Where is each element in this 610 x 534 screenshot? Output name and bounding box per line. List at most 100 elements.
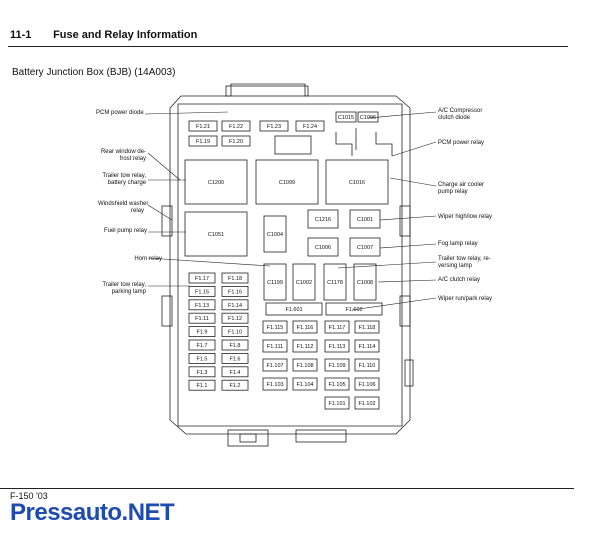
- fuse: [262, 377, 288, 391]
- relay-large: [184, 159, 248, 205]
- side-mount-clip-4: [404, 359, 414, 387]
- spare-socket: [274, 135, 312, 155]
- fuse-label: F1.7: [196, 343, 207, 349]
- callout-label: PCM power diode: [96, 110, 144, 116]
- leader-line: [379, 215, 437, 221]
- fuse: [221, 366, 249, 378]
- fuse-label: F1.4: [229, 370, 240, 376]
- diode: [335, 111, 357, 123]
- leader-line: [147, 257, 271, 267]
- relay-mini-label: C1002: [296, 280, 312, 286]
- callout-label: Wiper run/park relay: [438, 296, 493, 302]
- fuse: [188, 366, 216, 378]
- section-header: 11-1 Fuse and Relay Information: [10, 29, 197, 41]
- fuse-label: F1.17: [195, 276, 209, 282]
- side-mount-clip-1: [399, 205, 411, 237]
- top-fuse-label: F1.23: [267, 124, 281, 130]
- fuse: [221, 299, 249, 311]
- top-fuse: [188, 135, 218, 147]
- diagram-subtitle: Battery Junction Box (BJB) (14A003): [12, 67, 176, 78]
- fuse: [354, 320, 380, 334]
- fuse: [221, 285, 249, 297]
- fuse-label: F1.101: [328, 401, 345, 407]
- fuse-label: F1.109: [328, 363, 345, 369]
- fuse: [221, 272, 249, 284]
- watermark-logo: Pressauto.NET: [10, 499, 175, 526]
- relay-mini: [263, 215, 287, 253]
- fuse-label: F1.8: [229, 343, 240, 349]
- bottom-tab: [295, 429, 347, 443]
- relay-mini-label: C1008: [357, 280, 373, 286]
- leader-line: [147, 204, 173, 221]
- top-fuse: [221, 135, 251, 147]
- relay-mini: [349, 237, 381, 257]
- housing-outline: [169, 83, 411, 435]
- fuse: [324, 358, 350, 372]
- fuse-label: F1.12: [228, 316, 242, 322]
- fuse-label: F1.15: [195, 289, 209, 295]
- fuse: [221, 326, 249, 338]
- top-fuse-label: F1.22: [229, 124, 243, 130]
- fuse: [292, 358, 318, 372]
- relay-mini: [263, 263, 287, 301]
- callout-label: Horn relay: [134, 256, 162, 262]
- side-mount-clip-0: [161, 205, 173, 237]
- callout-label: Rear window de-frost relay: [100, 149, 146, 162]
- callout-label: Wiper high/low relay: [438, 214, 493, 220]
- fuse-label: F1.110: [359, 363, 376, 369]
- fuse: [324, 339, 350, 353]
- relay-large: [325, 159, 389, 205]
- fuse: [188, 285, 216, 297]
- top-fuse-label: F1.24: [303, 124, 317, 130]
- fuse-label: F1.113: [329, 344, 346, 350]
- fuse: [188, 339, 216, 351]
- fuse: [354, 377, 380, 391]
- fuse: [292, 377, 318, 391]
- diode-traces: [335, 128, 393, 156]
- relay-mini-label: C1178: [327, 280, 343, 286]
- diode-label: C1015: [338, 115, 354, 121]
- fuse-label: F1.102: [358, 401, 375, 407]
- relay-mini: [292, 263, 316, 301]
- fuse-label: F1.10: [228, 330, 242, 336]
- fuse: [262, 320, 288, 334]
- maxi-fuse: [325, 302, 383, 316]
- fuse: [221, 379, 249, 391]
- fuse-label: F1.108: [296, 363, 313, 369]
- fuse-label: F1.112: [297, 344, 314, 350]
- top-fuse: [221, 120, 251, 132]
- fuse-label: F1.9: [196, 330, 207, 336]
- relay-mini: [353, 263, 377, 301]
- fuse: [292, 339, 318, 353]
- fuse: [354, 358, 380, 372]
- fuse-label: F1.18: [228, 276, 242, 282]
- housing-inner-wall: [177, 103, 403, 427]
- fuse-label: F1.1: [196, 383, 207, 389]
- top-fuse: [188, 120, 218, 132]
- section-number: 11-1: [10, 29, 32, 41]
- leader-line: [367, 111, 437, 119]
- fuse: [354, 396, 380, 410]
- relay-large-label: C1200: [208, 180, 224, 186]
- fuse-label: F1.114: [359, 344, 376, 350]
- relay-large-label: C1051: [208, 232, 224, 238]
- relay-mini: [349, 209, 381, 229]
- fuse-label: F1.111: [267, 344, 283, 350]
- fuse: [188, 299, 216, 311]
- fuse-label: F1.5: [196, 356, 207, 362]
- relay-large-label: C1016: [349, 180, 365, 186]
- side-mount-clip-2: [161, 295, 173, 327]
- fuse: [188, 379, 216, 391]
- fuse-label: F1.104: [296, 382, 313, 388]
- fuse-label: F1.11: [195, 316, 209, 322]
- leader-line: [337, 261, 437, 269]
- fuse: [262, 339, 288, 353]
- leader-line: [379, 243, 437, 249]
- fuse-label: F1.14: [228, 303, 242, 309]
- fuse: [292, 320, 318, 334]
- relay-mini-label: C1199: [267, 280, 283, 286]
